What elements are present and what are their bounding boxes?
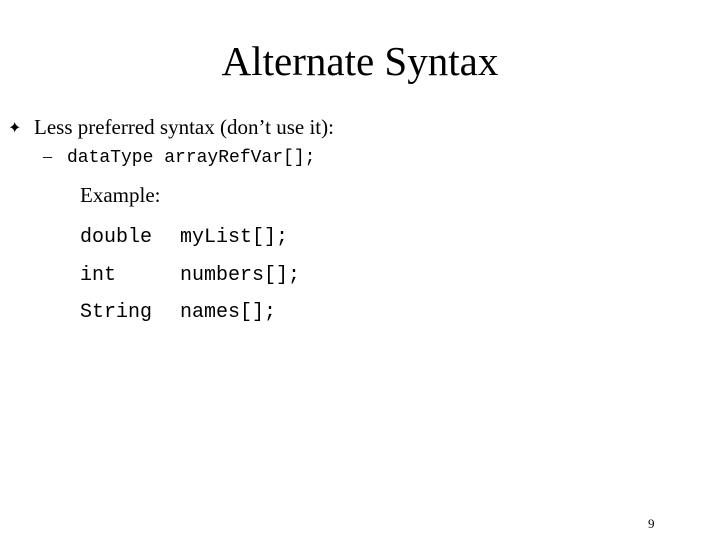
- code-example: double myList[]; int numbers[]; String name…: [80, 224, 300, 337]
- example-label: Example:: [80, 183, 161, 207]
- syntax-code: dataType arrayRefVar[];: [67, 148, 316, 168]
- code-variable: myList[];: [180, 226, 289, 249]
- dash-bullet-icon: –: [43, 146, 52, 166]
- code-type: String: [80, 301, 153, 324]
- code-line: double myList[];: [80, 224, 300, 262]
- page-number: 9: [648, 516, 655, 531]
- code-type: int: [80, 263, 117, 287]
- code-variable: names[];: [180, 301, 277, 324]
- main-bullet: ✦ Less preferred syntax (don’t use it):: [8, 113, 334, 143]
- code-line: String names[];: [80, 299, 300, 337]
- main-bullet-text: Less preferred syntax (don’t use it):: [34, 115, 334, 139]
- slide-title: Alternate Syntax: [221, 38, 499, 84]
- code-type: double: [80, 226, 153, 249]
- four-pointed-star-bullet-icon: ✦: [8, 120, 22, 137]
- sub-bullet: –dataType arrayRefVar[];: [43, 145, 315, 169]
- code-line: int numbers[];: [80, 262, 300, 300]
- code-variable: numbers[];: [180, 263, 301, 287]
